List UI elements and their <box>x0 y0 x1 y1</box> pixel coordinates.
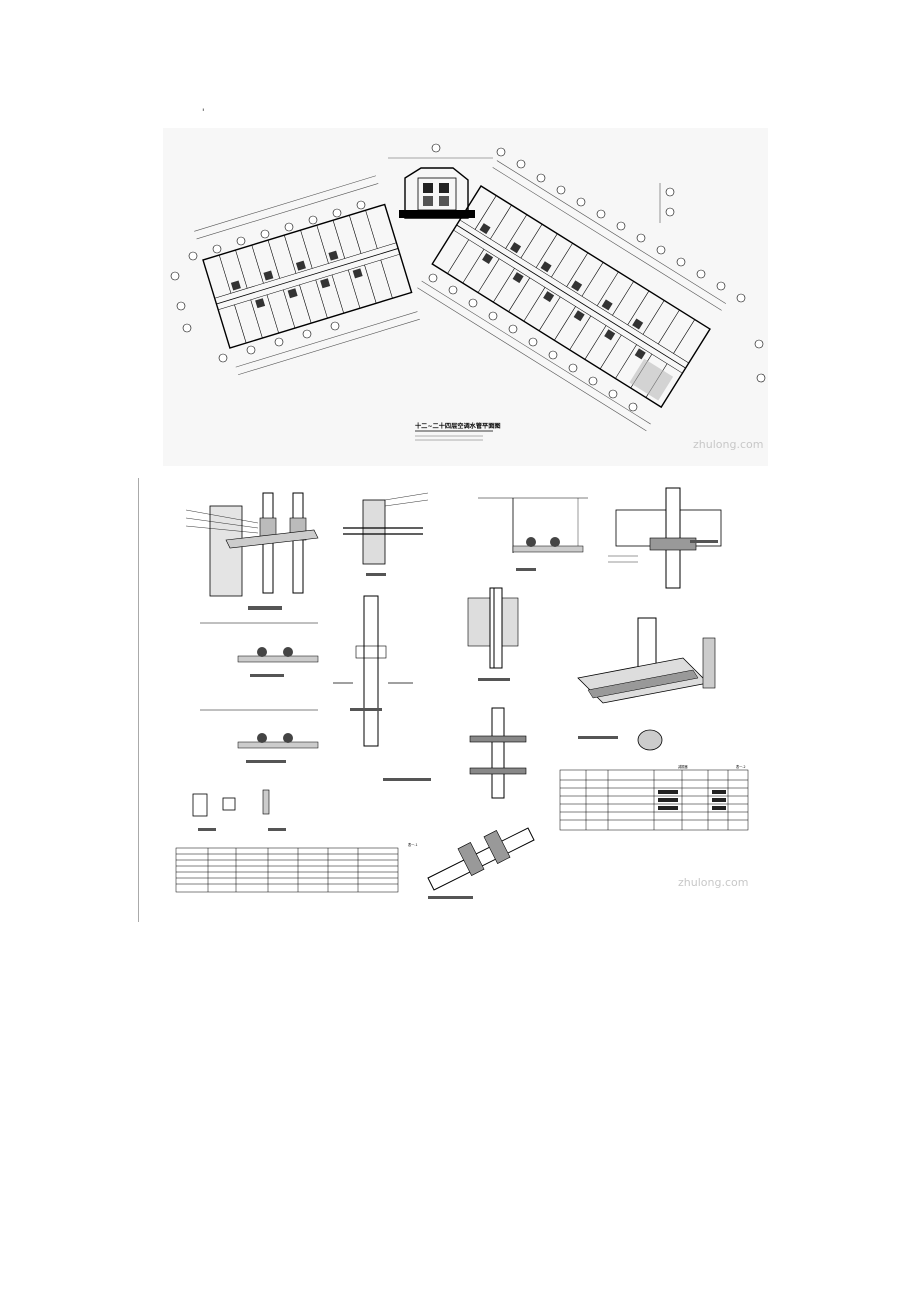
detail-riser-pipes <box>185 492 319 610</box>
detail-sheet-svg: 表一-1 减振器 表一-2 zhulong.com <box>137 478 749 922</box>
central-core <box>388 143 493 219</box>
left-wing <box>194 175 420 376</box>
table-right <box>559 769 749 831</box>
plan-watermark: zhulong.com <box>693 438 763 451</box>
table-left-code: 表一-1 <box>408 842 418 847</box>
page-mark: ' <box>202 108 205 118</box>
detail-riser-clamp <box>383 707 527 799</box>
detail-wall-penetration <box>343 492 429 576</box>
table-right-code: 表一-2 <box>736 764 746 769</box>
plan-title: 十二~二十四层空调水管平面图 <box>415 422 501 430</box>
detail-sheet-drawing: 表一-1 减振器 表一-2 zhulong.com <box>137 478 763 922</box>
detail-floor-section <box>478 497 588 571</box>
table-right-title: 减振器 <box>678 764 688 769</box>
detail-watermark: zhulong.com <box>678 876 748 889</box>
right-wing <box>417 160 727 432</box>
detail-support-bracket <box>577 617 716 751</box>
detail-small-sections <box>192 789 286 831</box>
detail-pipe-support-top <box>608 487 722 589</box>
floor-plan-svg: 十二~二十四层空调水管平面图 zhulong.com <box>163 128 768 466</box>
floor-plan-drawing: 十二~二十四层空调水管平面图 zhulong.com <box>163 128 768 466</box>
table-left <box>175 847 399 893</box>
detail-insulated-riser <box>467 587 519 681</box>
detail-floor-sections-left <box>200 622 319 763</box>
detail-horizontal-pipe <box>427 827 535 899</box>
detail-vertical-riser <box>333 595 413 747</box>
